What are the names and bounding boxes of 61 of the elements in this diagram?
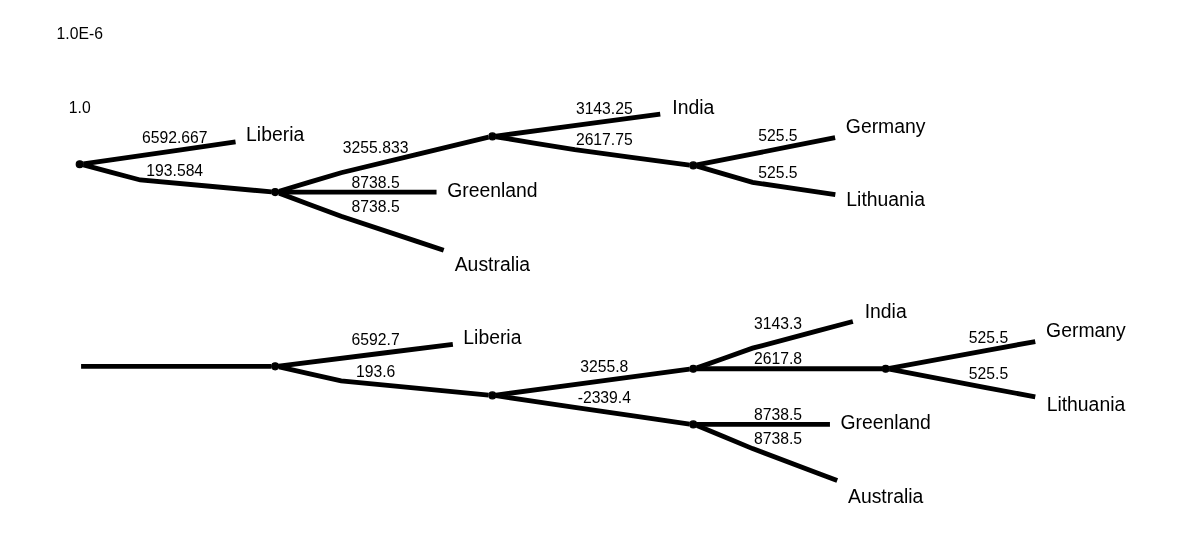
edge-label: 525.5 (968, 364, 1008, 382)
node-point (688, 420, 697, 429)
edge-label: 8738.5 (753, 430, 802, 448)
connector (495, 393, 690, 427)
node-point (270, 188, 279, 197)
edge-label: 3255.8 (579, 357, 628, 375)
edge-label: 525.5 (757, 126, 798, 144)
edge-label: 6592.7 (351, 331, 400, 349)
node-point (75, 160, 84, 169)
node-point (881, 364, 890, 373)
connector (695, 163, 836, 197)
connector (696, 422, 830, 427)
node-text: Australia (454, 252, 530, 275)
edge-label: 2617.75 (575, 131, 633, 149)
connector (888, 339, 1036, 371)
node-text: Germany (1045, 319, 1126, 342)
connector (82, 139, 236, 167)
connector (82, 162, 272, 195)
edge-label: 6592.667 (141, 128, 207, 146)
edge-label: 193.584 (145, 161, 203, 179)
connector (278, 342, 453, 369)
node-point (270, 362, 279, 371)
connector (278, 364, 489, 398)
edge-label: 3255.833 (342, 138, 408, 156)
connector (277, 190, 444, 253)
edge-label: 8738.5 (753, 406, 802, 424)
edge-label: 3143.25 (575, 99, 633, 117)
node-point (487, 391, 496, 400)
connector (495, 111, 661, 139)
node-text: Liberia (245, 123, 304, 146)
connector (695, 423, 838, 483)
node-text: Lithuania (1046, 392, 1125, 415)
node-text: Liberia (462, 326, 521, 349)
connector (696, 366, 882, 372)
connector (888, 366, 1036, 400)
edge-label: 525.5 (757, 164, 798, 182)
node-point (688, 161, 697, 170)
node-text: Lithuania (845, 188, 925, 211)
edge-label: -2339.4 (577, 389, 631, 407)
edge-label: 2617.8 (753, 350, 802, 368)
connector (80, 363, 271, 369)
node-text: Greenland (839, 411, 931, 434)
edge-label: 525.5 (968, 328, 1008, 346)
node-text: Greenland (446, 178, 538, 201)
label: 1.0E-6 (56, 24, 103, 42)
label: 1.0 (68, 98, 91, 116)
edge-label: 3143.3 (753, 315, 802, 333)
node-text: Germany (845, 114, 925, 137)
connector (277, 134, 489, 194)
node-text: India (864, 299, 907, 322)
edge-label: 8738.5 (351, 173, 400, 191)
edge-label: 193.6 (355, 362, 395, 380)
connector (495, 134, 690, 168)
node-text: Australia (847, 484, 923, 507)
node-point (487, 132, 496, 141)
connector (278, 189, 437, 195)
node-text: India (671, 96, 714, 119)
connector (495, 366, 690, 398)
connector (695, 135, 836, 168)
node-point (688, 364, 697, 373)
edge-label: 8738.5 (351, 197, 400, 215)
